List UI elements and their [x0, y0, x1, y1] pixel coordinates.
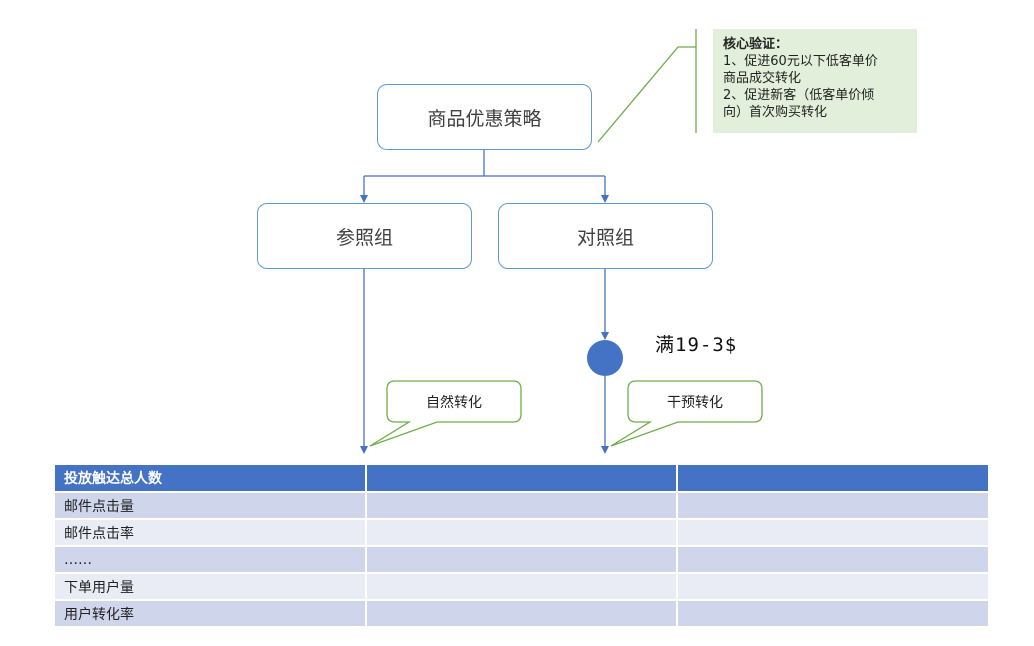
table-cell: [677, 546, 990, 574]
table-cell: [366, 492, 678, 520]
callout-natural-bubble: [369, 380, 522, 447]
callout-intervene-label: 干预转化: [667, 394, 723, 411]
table-row: 下单用户量: [55, 573, 990, 601]
table-cell: ……: [55, 546, 367, 574]
table-row: ……: [55, 546, 990, 574]
note-line-3: 2、促进新客（低客单价倾: [723, 88, 875, 103]
table-cell: [677, 519, 990, 547]
note-line-4: 向）首次购买转化: [723, 105, 828, 120]
table-cell: 邮件点击率: [55, 519, 367, 547]
table-row: 邮件点击率: [55, 519, 990, 547]
table-row: 用户转化率: [55, 600, 990, 628]
table-cell: [366, 600, 678, 628]
table-cell: [366, 573, 678, 601]
table-cell: [677, 573, 990, 601]
note-line-1: 1、促进60元以下低客单价: [723, 54, 878, 69]
strategy-node: 商品优惠策略: [377, 84, 592, 150]
table-cell: [677, 492, 990, 520]
callout-intervene-bubble: [610, 380, 763, 447]
branch-connector: [360, 150, 609, 203]
table-cell: [366, 519, 678, 547]
core-validation-note: 核心验证： 1、促进60元以下低客单价 商品成交转化 2、促进新客（低客单价倾 …: [713, 29, 917, 133]
promo-label: 满19-3$: [655, 334, 738, 356]
table-header-cell: [366, 465, 678, 493]
table-cell: 下单用户量: [55, 573, 367, 601]
intervention-point: [587, 340, 623, 376]
table-header-cell: [677, 465, 990, 493]
table-header-cell: 投放触达总人数: [55, 465, 367, 493]
table-row: 邮件点击量: [55, 492, 990, 520]
table-header-row: 投放触达总人数: [55, 465, 990, 493]
table-cell: 用户转化率: [55, 600, 367, 628]
metrics-table: 投放触达总人数 邮件点击量 邮件点击率 …… 下单用户量 用户转化率: [55, 465, 990, 628]
note-title: 核心验证：: [723, 37, 789, 52]
table-cell: [677, 600, 990, 628]
table-cell: [366, 546, 678, 574]
table-cell: 邮件点击量: [55, 492, 367, 520]
reference-group-node: 参照组: [257, 203, 472, 269]
note-callout-connector: [597, 29, 697, 143]
control-group-node: 对照组: [498, 203, 713, 269]
note-line-2: 商品成交转化: [723, 71, 802, 86]
callout-natural-label: 自然转化: [426, 394, 482, 411]
